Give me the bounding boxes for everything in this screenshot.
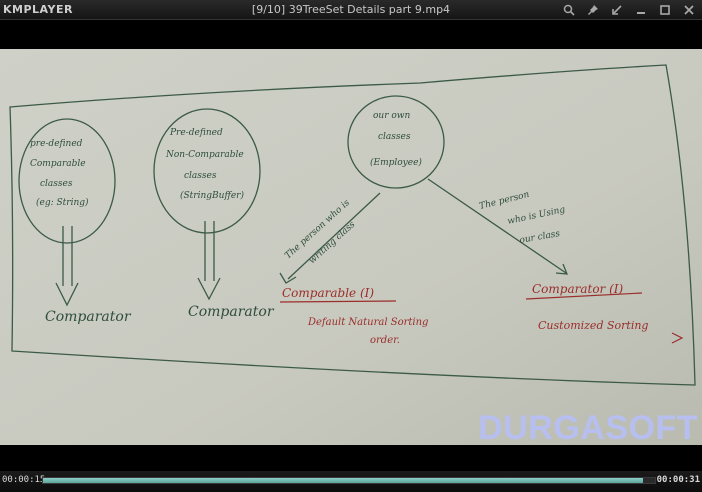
circle3-line3: (Employee) [370,157,422,168]
circle1-line3: classes [40,179,73,189]
circle1-line1: pre-defined [30,139,83,149]
title-bar: KMPLAYER [9/10] 39TreeSet Details part 9… [0,0,702,20]
circle1-line4: (eg: String) [36,197,89,208]
comparable-interface-label: Comparable (I) [282,286,374,300]
comparator-label-1: Comparator [45,309,132,325]
video-title: [9/10] 39TreeSet Details part 9.mp4 [251,3,451,16]
kmplayer-logo[interactable]: KMPLAYER [3,3,73,16]
pin-icon[interactable] [584,2,602,18]
circle2-line2: Non-Comparable [165,150,244,160]
seek-bar-fill [43,478,643,483]
window-buttons [560,2,698,18]
comparator-underline [525,292,643,300]
circle-predefined-non-comparable [153,108,261,234]
minimize-icon[interactable] [632,2,650,18]
playback-controls: 00:00:15 00:00:31 [0,471,702,492]
minimize-to-corner-icon[interactable] [608,2,626,18]
current-time: 00:00:15 [2,475,46,485]
seek-bar[interactable] [42,477,656,484]
comparable-underline [279,300,397,303]
total-time: 00:00:31 [656,475,700,485]
comparable-desc-2: order. [370,335,400,346]
circle3-line1: our own [373,111,411,121]
durgasoft-watermark: DURGASOFT [478,409,698,447]
close-icon[interactable] [680,2,698,18]
comparator-desc-arrow [671,332,684,344]
circle2-line4: (StringBuffer) [180,190,244,201]
circle1-line2: Comparable [30,159,86,169]
arrow-to-comparable [279,192,381,284]
comparable-desc-1: Default Natural Sorting [307,317,428,328]
arrow-down-1 [55,226,79,307]
comparator-label-2: Comparator [188,304,275,320]
circle2-line3: classes [184,171,217,181]
search-icon[interactable] [560,2,578,18]
circle3-line2: classes [378,132,411,142]
video-area[interactable]: pre-defined Comparable classes (eg: Stri… [0,21,702,471]
board-outline [9,64,696,386]
circle-own-classes [347,95,445,189]
maximize-icon[interactable] [656,2,674,18]
arrow-down-2 [197,221,221,301]
circle-predefined-comparable [18,118,116,244]
comparator-desc: Customized Sorting [538,319,648,332]
circle2-line1: Pre-defined [169,128,223,138]
arrow-to-comparator [427,178,568,275]
comparator-interface-label: Comparator (I) [532,282,624,296]
whiteboard-frame: pre-defined Comparable classes (eg: Stri… [0,49,702,445]
